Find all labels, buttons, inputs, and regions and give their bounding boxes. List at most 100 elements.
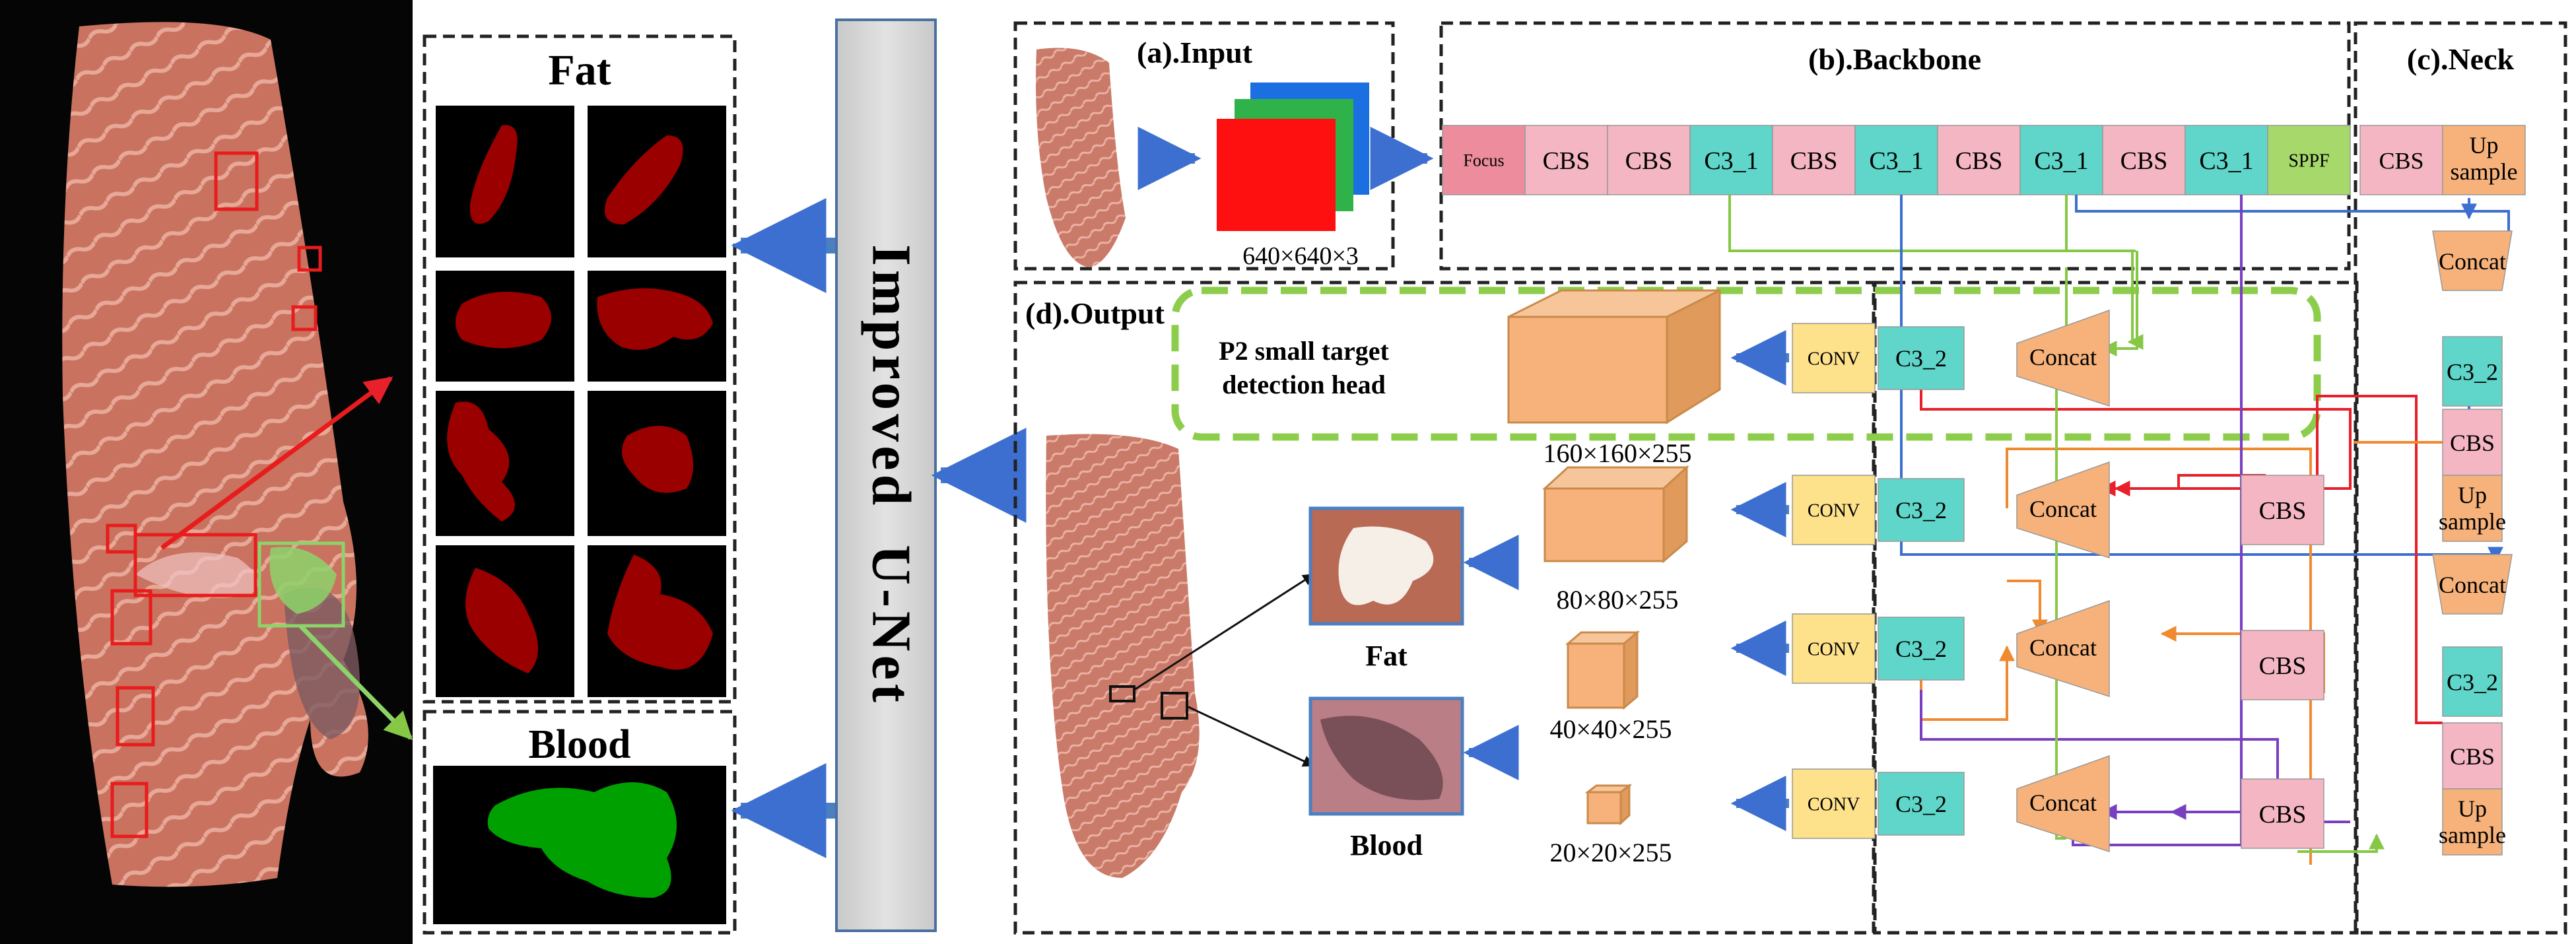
neck-block-8-label: CBS (2450, 743, 2495, 770)
size-label-160: 160×160×255 (1543, 438, 1691, 468)
blood-zoom-arrow (298, 624, 413, 740)
backbone-frame (1439, 21, 2351, 271)
conv-block-0-label: CONV (1808, 349, 1860, 369)
size-label-20: 20×20×255 (1549, 838, 1672, 867)
input-dims: 640×640×3 (1242, 242, 1359, 270)
backbone-block-10-sppf: SPPF (2267, 125, 2351, 195)
neck-inner-cbs-1-label: CBS (2259, 652, 2307, 680)
neck-block-4-label: CBS (2450, 430, 2495, 456)
c3-2-block-3: C3_2 (1878, 772, 1965, 836)
backbone-block-4-cbs: CBS (1772, 125, 1856, 195)
backbone-block-5-c3-1: C3_1 (1854, 125, 1938, 195)
p2-label-line2: detection head (1222, 370, 1386, 399)
neck-block-6-label: Concat (2439, 572, 2506, 598)
backbone-block-4-cbs-label: CBS (1790, 147, 1838, 175)
c3-2-block-2-label: C3_2 (1895, 636, 1947, 662)
backbone-block-1-cbs-label: CBS (1543, 147, 1590, 175)
feature-cube-20 (1584, 783, 1633, 826)
backbone-block-1-cbs: CBS (1524, 125, 1608, 195)
size-label-80: 80×80×255 (1556, 585, 1678, 615)
neck-title: (c).Neck (2407, 42, 2515, 76)
blood-mask-panel: Blood (423, 710, 737, 935)
fat-panel-title: Fat (548, 46, 611, 94)
concat-block-2-label: Concat (2029, 634, 2097, 661)
concat-block-1-label: Concat (2029, 496, 2097, 522)
salmon-photo (0, 0, 413, 944)
conv-block-3: CONV (1792, 768, 1876, 839)
c3-2-block-3-label: C3_2 (1895, 791, 1947, 817)
neck-block-0: CBS (2359, 125, 2443, 195)
neck-block-3: C3_2 (2442, 336, 2503, 407)
backbone-block-6-cbs: CBS (1937, 125, 2021, 195)
backbone-block-2-cbs: CBS (1607, 125, 1691, 195)
backbone-block-9-c3-1-label: C3_1 (2199, 147, 2253, 175)
neck-block-7-label: C3_2 (2447, 669, 2498, 696)
fat-crop (1308, 506, 1464, 626)
concat-block-0: Concat (2016, 309, 2110, 407)
detection-boxes (106, 151, 322, 838)
backbone-block-0-focus-label: Focus (1463, 151, 1504, 170)
improved-unet-label: Improved U-Net (861, 244, 922, 706)
output-salmon-photo (1046, 434, 1315, 878)
neck-block-7: C3_2 (2442, 646, 2503, 717)
concat-block-0-label: Concat (2029, 344, 2097, 370)
size-label-40: 40×40×255 (1549, 714, 1672, 744)
backbone-block-9-c3-1: C3_1 (2185, 125, 2268, 195)
concat-block-3-label: Concat (2029, 790, 2097, 816)
backbone-block-0-focus: Focus (1442, 125, 1526, 195)
conv-block-2-label: CONV (1808, 639, 1860, 659)
conv-block-3-label: CONV (1808, 794, 1860, 815)
concat-block-3: Concat (2016, 755, 2110, 853)
c3-2-block-0: C3_2 (1878, 326, 1965, 390)
neck-block-3-label: C3_2 (2447, 359, 2498, 386)
backbone-block-8-cbs-label: CBS (2120, 147, 2168, 175)
neck-block-1-label-1: sample (2451, 158, 2518, 185)
blood-crop (1308, 696, 1464, 816)
input-title: (a).Input (1137, 36, 1253, 69)
concat-block-1: Concat (2016, 461, 2110, 559)
fat-mask-panel: Fat (423, 34, 737, 704)
feature-cube-80 (1542, 465, 1689, 564)
neck-block-4: CBS (2442, 409, 2503, 476)
blood-panel-title: Blood (528, 722, 630, 767)
neck-block-9-label-0: Up (2458, 795, 2487, 822)
fat-crop-label: Fat (1365, 640, 1407, 672)
neck-inner-cbs-2-label: CBS (2259, 801, 2307, 828)
feature-cube-40 (1565, 630, 1641, 710)
conv-block-0: CONV (1792, 323, 1876, 393)
blood-crop-label: Blood (1350, 829, 1423, 861)
neck-block-6: Concat (2432, 554, 2513, 615)
neck-block-8: CBS (2442, 722, 2503, 790)
neck-column-blocks: CBSUpsampleConcatC3_2CBSUpsampleConcatC3… (2241, 125, 2526, 856)
backbone-block-2-cbs-label: CBS (1625, 147, 1673, 175)
neck-block-2: Concat (2432, 230, 2513, 291)
c3-2-block-1: C3_2 (1878, 478, 1965, 542)
neck-inner-frame (1873, 281, 2359, 935)
neck-inner-cbs-1: CBS (2241, 630, 2324, 700)
neck-inner-cbs-0-label: CBS (2259, 497, 2307, 525)
backbone-block-10-sppf-label: SPPF (2288, 151, 2329, 171)
fat-mask-grid (436, 106, 726, 697)
backbone-block-7-c3-1-label: C3_1 (2034, 147, 2088, 175)
c3-2-block-0-label: C3_2 (1895, 345, 1947, 372)
backbone-block-6-cbs-label: CBS (1955, 147, 2003, 175)
neck-block-9-label-1: sample (2439, 822, 2506, 848)
output-title: (d).Output (1025, 296, 1165, 330)
conv-block-2: CONV (1792, 613, 1876, 684)
concat-block-2: Concat (2016, 599, 2110, 698)
backbone-title: (b).Backbone (1808, 42, 1981, 76)
neck-block-0-label: CBS (2379, 148, 2423, 174)
conv-block-1-label: CONV (1808, 500, 1860, 521)
backbone-block-7-c3-1: C3_1 (2019, 125, 2103, 195)
neck-block-5-label-1: sample (2439, 508, 2506, 535)
improved-unet-block: Improved U-Net (835, 18, 937, 932)
neck-inner-cbs-0: CBS (2241, 475, 2324, 545)
p2-label-line1: P2 small target (1219, 336, 1389, 366)
neck-block-5-label-0: Up (2458, 482, 2487, 508)
feature-cube-160 (1507, 288, 1721, 424)
backbone-block-3-c3-1-label: C3_1 (1704, 147, 1758, 175)
